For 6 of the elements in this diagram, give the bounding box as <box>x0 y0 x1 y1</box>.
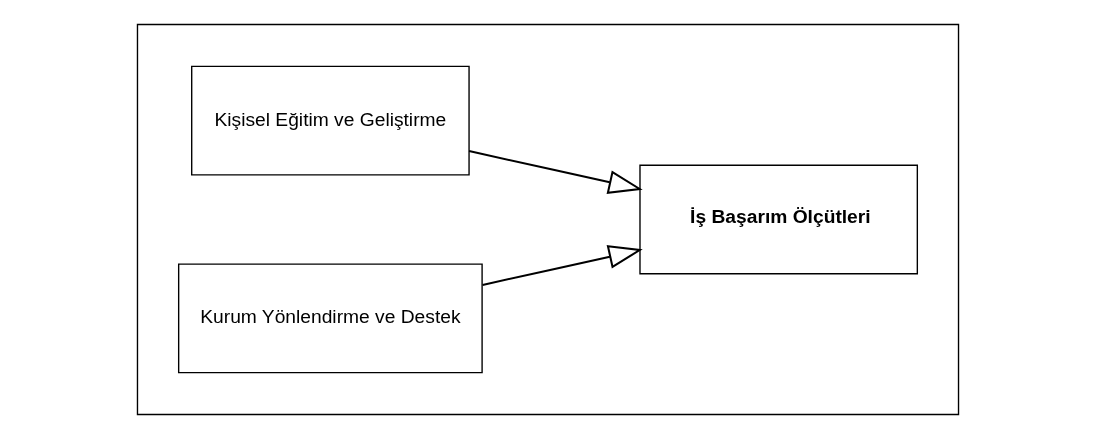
node-box: İş Başarım Ölçütleri <box>639 164 918 275</box>
arrow <box>468 150 643 194</box>
node-box: Kurum Yönlendirme ve Destek <box>178 263 483 374</box>
node-box: Kişisel Eğitim ve Geliştirme <box>191 65 470 176</box>
arrow <box>482 245 643 286</box>
cluster <box>136 23 960 416</box>
